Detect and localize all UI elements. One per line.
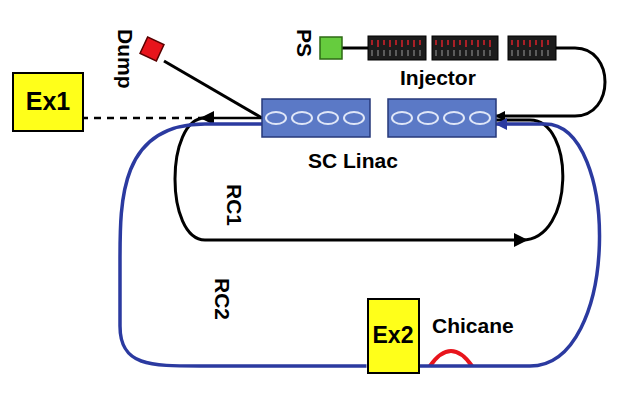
- box-label: Ex2: [373, 323, 414, 348]
- beam-line: [420, 124, 600, 366]
- beam-connector: [164, 61, 262, 118]
- injector-cryomodules: Injector: [368, 36, 556, 60]
- box-label: Ex1: [26, 88, 70, 116]
- beam-connector: [420, 124, 600, 366]
- experiment-box: Ex1: [12, 72, 84, 132]
- part-label: SC Linac: [308, 149, 398, 172]
- part-label: Dump: [114, 29, 137, 89]
- beam-connector: [342, 48, 368, 49]
- chicane-arc: [430, 351, 472, 366]
- beam-line: [164, 61, 262, 118]
- power-supply: PS: [320, 37, 342, 59]
- sc-linac: SC Linac: [262, 99, 496, 137]
- sc-linac-graphic: [262, 99, 496, 137]
- chicane-label: Chicane: [432, 314, 514, 337]
- beam-line: [205, 117, 262, 120]
- beam-line: [342, 47, 368, 50]
- power-supply-graphic: [320, 37, 342, 59]
- rc1-arrowhead: [514, 233, 528, 247]
- loop-label: RC2: [211, 278, 234, 320]
- dump-block: Dump: [140, 37, 164, 61]
- beam-line: [84, 117, 205, 120]
- injector-cryomodules-graphic: [368, 36, 556, 60]
- part-label: Injector: [400, 66, 476, 89]
- experiment-box: Ex2: [367, 298, 420, 374]
- dump-block-graphic: [140, 37, 164, 61]
- part-label: PS: [293, 29, 316, 57]
- loop-label: RC1: [223, 184, 246, 226]
- beam-connector: [84, 118, 262, 119]
